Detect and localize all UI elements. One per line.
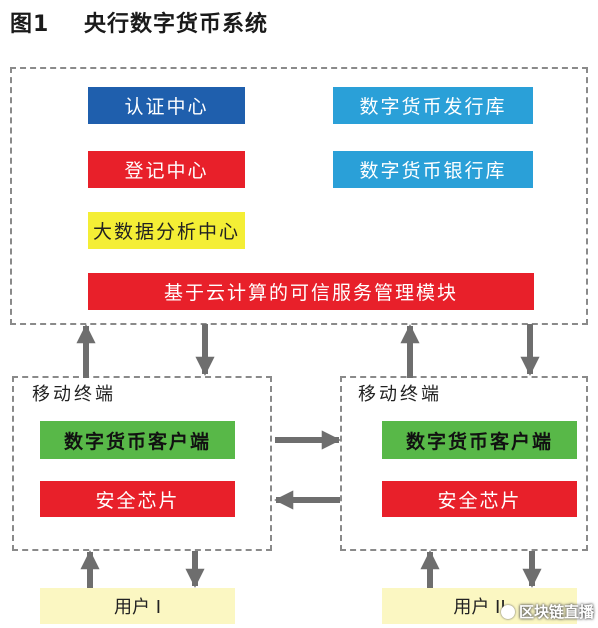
registry-center-box: 登记中心: [88, 151, 245, 188]
terminal-2-container: [340, 376, 588, 551]
cloud-module-label: 基于云计算的可信服务管理模块: [163, 282, 458, 304]
central-system-container: [10, 67, 588, 325]
user-2-box: 用户 II: [382, 588, 577, 624]
terminal-2-client-label: 数字货币客户端: [405, 430, 553, 453]
issuing-db-label: 数字货币发行库: [359, 96, 507, 118]
terminal-1-client-box: 数字货币客户端: [40, 421, 235, 459]
bank-db-label: 数字货币银行库: [359, 160, 507, 182]
watermark: 区块链直播: [500, 601, 594, 622]
terminal-2-client-box: 数字货币客户端: [382, 421, 577, 459]
terminal-1-chip-box: 安全芯片: [40, 481, 235, 517]
bigdata-center-box: 大数据分析中心: [88, 212, 245, 249]
figure-title: 图1 央行数字货币系统: [10, 12, 268, 37]
user-1-box: 用户 I: [40, 588, 235, 624]
bigdata-center-label: 大数据分析中心: [92, 221, 240, 243]
issuing-db-box: 数字货币发行库: [333, 87, 533, 124]
registry-center-label: 登记中心: [124, 160, 209, 182]
wechat-icon: [500, 604, 515, 619]
terminal-2-label: 移动终端: [358, 384, 442, 405]
terminal-1-client-label: 数字货币客户端: [63, 430, 211, 453]
bank-db-box: 数字货币银行库: [333, 151, 533, 188]
user-1-label: 用户 I: [113, 597, 162, 618]
terminal-1-container: [12, 376, 272, 551]
terminal-2-chip-box: 安全芯片: [382, 481, 577, 517]
terminal-1-label: 移动终端: [32, 384, 116, 405]
auth-center-box: 认证中心: [88, 87, 245, 124]
user-2-label: 用户 II: [453, 597, 506, 618]
terminal-2-chip-label: 安全芯片: [437, 489, 522, 512]
auth-center-label: 认证中心: [124, 96, 209, 118]
cloud-module-box: 基于云计算的可信服务管理模块: [88, 273, 534, 310]
terminal-1-chip-label: 安全芯片: [95, 489, 180, 512]
watermark-text: 区块链直播: [518, 603, 594, 621]
